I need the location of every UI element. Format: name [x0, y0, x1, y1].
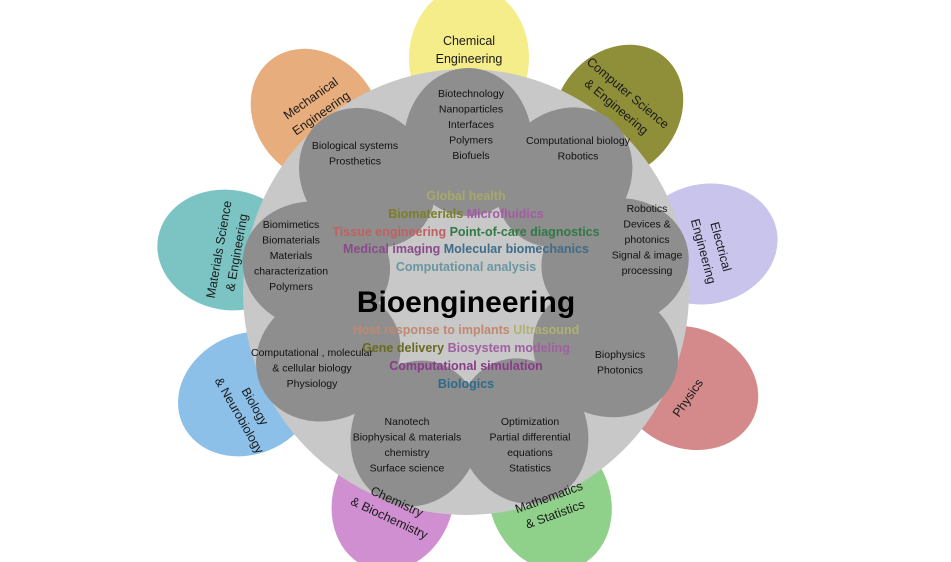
- topic-row: Global health: [426, 189, 505, 203]
- mechanical-engineering-overlap: [299, 107, 436, 248]
- topic-item: Biosystem modeling: [444, 341, 570, 355]
- computer-science-engineering-item: Robotics: [558, 151, 599, 163]
- mathematics-statistics-overlap: [457, 358, 589, 504]
- chemical-engineering-item: Interfaces: [448, 119, 494, 131]
- topic-row: Gene delivery Biosystem modeling: [362, 341, 570, 355]
- center-title: Bioengineering: [357, 286, 575, 319]
- mechanical-engineering-item: Prosthetics: [329, 156, 381, 168]
- physics-overlap: [532, 285, 679, 418]
- chemical-engineering-item: Polymers: [449, 135, 493, 147]
- chemistry-biochemistry-item: Biophysical & materials: [353, 432, 462, 444]
- topic-row: Medical imaging Molecular biomechanics: [343, 242, 589, 256]
- chemical-engineering-label-line: Engineering: [436, 52, 503, 66]
- biology-neurobiology-item: Computational , molecular: [251, 347, 373, 359]
- materials-science-engineering-item: characterization: [254, 266, 328, 278]
- topic-item: Gene delivery: [362, 341, 444, 355]
- biology-neurobiology-item: & cellular biology: [272, 363, 352, 375]
- topic-item: Ultrasound: [510, 323, 579, 337]
- topic-item: Computational simulation: [389, 359, 542, 373]
- topic-row: Computational simulation: [389, 359, 542, 373]
- topic-item: Biologics: [438, 377, 494, 391]
- topic-item: Point-of-care diagnostics: [446, 225, 600, 239]
- topic-item: Global health: [426, 189, 505, 203]
- mathematics-statistics-item: Statistics: [509, 463, 551, 475]
- mathematics-statistics-item: equations: [507, 447, 553, 459]
- chemistry-biochemistry-item: chemistry: [385, 447, 431, 459]
- materials-science-engineering-item: Biomimetics: [263, 219, 320, 231]
- electrical-engineering-item: Devices &: [623, 219, 670, 231]
- chemical-engineering-item: Biotechnology: [438, 88, 505, 100]
- topic-row: Biomaterials Microfluidics: [388, 207, 544, 221]
- mathematics-statistics-item: Partial differential: [490, 432, 571, 444]
- topic-row: Computational analysis: [396, 260, 536, 274]
- electrical-engineering-item: Signal & image: [612, 250, 683, 262]
- physics-item: Photonics: [597, 365, 643, 377]
- topic-item: Microfluidics: [463, 207, 544, 221]
- topic-item: Molecular biomechanics: [440, 242, 589, 256]
- chemical-engineering-item: Nanoparticles: [439, 104, 503, 116]
- topic-item: Computational analysis: [396, 260, 536, 274]
- computer-science-engineering-item: Computational biology: [526, 135, 631, 147]
- electrical-engineering-item: processing: [622, 265, 673, 277]
- physics-item: Biophysics: [595, 349, 645, 361]
- materials-science-engineering-item: Polymers: [269, 281, 313, 293]
- topic-row: Host response to implants Ultrasound: [353, 323, 579, 337]
- chemistry-biochemistry-item: Surface science: [370, 463, 445, 475]
- mathematics-statistics-item: Optimization: [501, 416, 560, 428]
- biology-neurobiology-items: Computational , molecular & cellular biol…: [251, 347, 373, 390]
- chemical-engineering-label-line: Chemical: [443, 34, 495, 48]
- materials-science-engineering-item: Biomaterials: [262, 235, 320, 247]
- topic-row: Biologics: [438, 377, 494, 391]
- electrical-engineering-item: Robotics: [627, 203, 668, 215]
- biology-neurobiology-item: Physiology: [287, 378, 339, 390]
- topic-item: Biomaterials: [388, 207, 463, 221]
- chemistry-biochemistry-overlap: [350, 360, 481, 507]
- topic-item: Tissue engineering: [332, 225, 446, 239]
- chemical-engineering-item: Biofuels: [452, 150, 489, 162]
- topic-item: Host response to implants: [353, 323, 510, 337]
- materials-science-engineering-item: Materials: [270, 250, 313, 262]
- mechanical-engineering-item: Biological systems: [312, 140, 398, 152]
- electrical-engineering-item: photonics: [625, 234, 670, 246]
- topic-item: Medical imaging: [343, 242, 440, 256]
- chemistry-biochemistry-item: Nanotech: [385, 416, 430, 428]
- topic-row: Tissue engineering Point-of-care diagnos…: [332, 225, 599, 239]
